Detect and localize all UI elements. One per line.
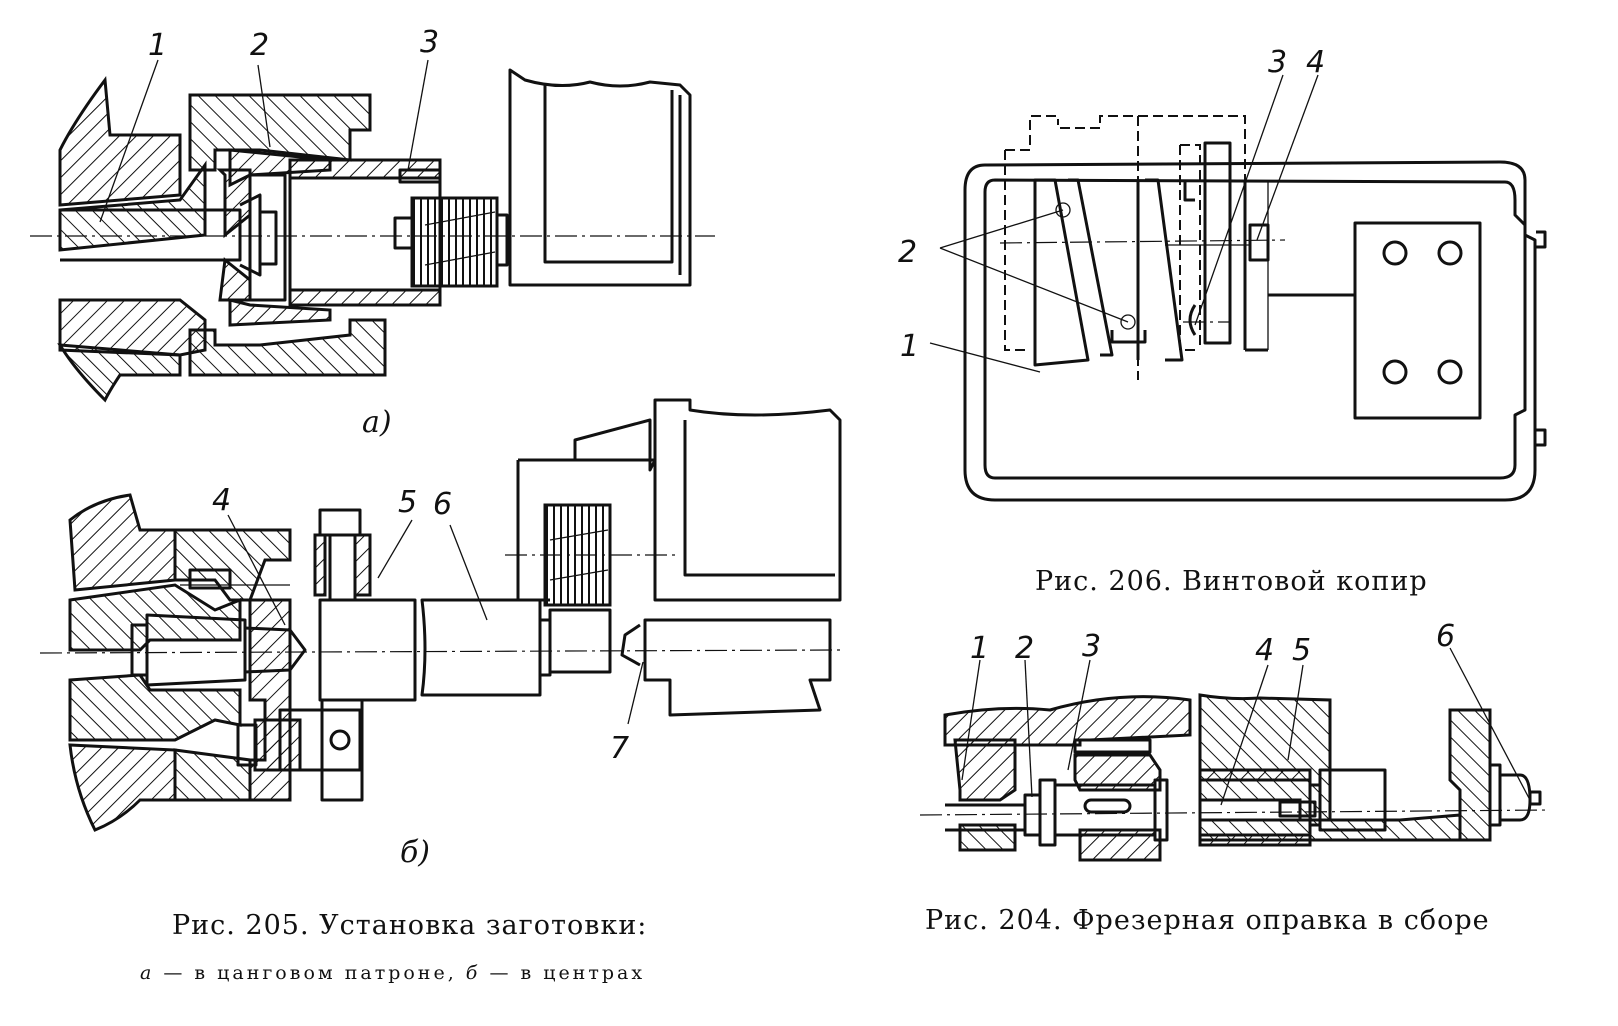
fig206-caption: Рис. 206. Винтовой копир — [1035, 566, 1428, 597]
fig205b-label-4: 4 — [212, 483, 231, 518]
subcaption-a-text: — в цанговом патроне, — [154, 962, 466, 984]
fig204-label-4: 4 — [1255, 633, 1274, 668]
subcaption-b-letter: б — [465, 962, 481, 984]
subcaption-a-letter: а — [140, 962, 155, 984]
fig206-label-2: 2 — [898, 235, 917, 270]
fig205b-subfigure-tag: б) — [400, 835, 430, 870]
fig204-label-5: 5 — [1292, 633, 1311, 668]
fig205a-label-3: 3 — [420, 25, 439, 60]
fig204-milling-arbor-drawing — [919, 647, 1551, 862]
fig206-label-3: 3 — [1268, 45, 1287, 80]
fig205a-collet-chuck-drawing — [30, 59, 715, 403]
fig206-label-1: 1 — [900, 329, 919, 364]
fig205a-subfigure-tag: а) — [362, 405, 392, 440]
subcaption-b-text: — в центрах — [480, 962, 646, 984]
fig205a-label-1: 1 — [148, 28, 167, 63]
fig205b-label-7: 7 — [610, 731, 629, 766]
fig205-subcaption: а — в цанговом патроне, б — в центрах — [140, 962, 645, 984]
fig205-caption: Рис. 205. Установка заготовки: — [172, 910, 648, 941]
fig205b-centers-drawing — [39, 398, 842, 832]
fig204-label-1: 1 — [970, 631, 989, 666]
fig205b-label-6: 6 — [433, 487, 452, 522]
fig204-label-2: 2 — [1015, 631, 1034, 666]
fig204-label-3: 3 — [1082, 629, 1101, 664]
fig206-label-4: 4 — [1306, 45, 1325, 80]
fig205b-label-5: 5 — [398, 485, 417, 520]
fig204-label-6: 6 — [1436, 619, 1455, 654]
fig206-screw-copier-drawing — [929, 74, 1547, 502]
fig205a-label-2: 2 — [250, 28, 269, 63]
fig204-caption: Рис. 204. Фрезерная оправка в сборе — [925, 905, 1490, 936]
